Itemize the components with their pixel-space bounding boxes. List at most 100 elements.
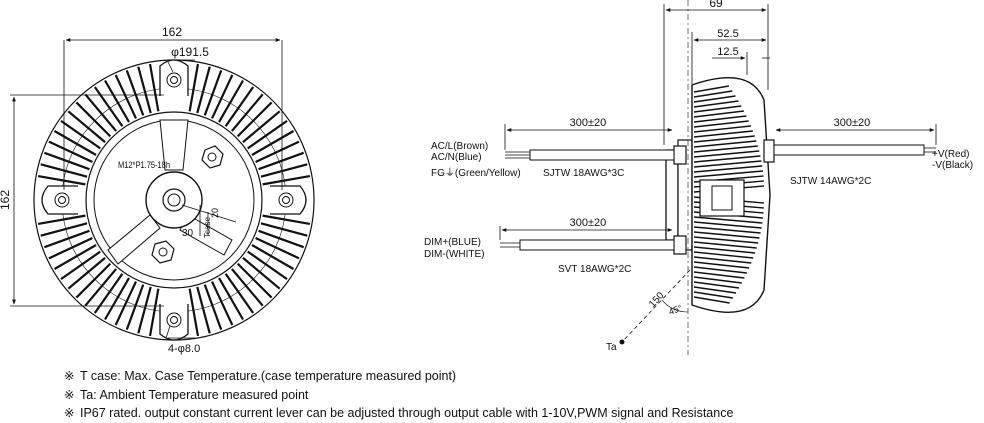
side-fin	[693, 281, 740, 289]
output-label-0: +V(Red)	[932, 149, 970, 160]
mounting-ear-left	[41, 185, 78, 215]
input-cable-length-label: 300±20	[570, 117, 607, 129]
fin	[236, 101, 273, 138]
output-wire-ends	[924, 147, 936, 153]
fin	[242, 257, 281, 290]
dim-cable-type-label: SVT 18AWG*2C	[558, 264, 631, 275]
fin	[224, 86, 255, 127]
side-fin	[693, 135, 755, 143]
side-fin	[693, 251, 754, 259]
fin	[104, 277, 130, 321]
note-tcase: ※ T case: Max. Case Temperature.(case tem…	[64, 367, 964, 386]
fin	[104, 79, 130, 123]
ta-angle-label: 45°	[667, 303, 684, 317]
fin	[67, 257, 106, 290]
hole-label: 4-φ8.0	[168, 343, 200, 355]
fin	[84, 268, 117, 307]
hub-bore	[167, 193, 181, 207]
fin	[242, 110, 281, 143]
fin	[93, 273, 124, 314]
spoke-left	[107, 214, 161, 265]
side-fin	[693, 231, 760, 239]
spoke-top	[159, 119, 189, 171]
side-fin	[693, 130, 753, 138]
depth-2-label: 12.5	[717, 46, 738, 58]
side-fin	[693, 95, 736, 103]
side-fin	[693, 140, 757, 148]
input-label-1: AC/N(Blue)	[431, 152, 482, 163]
fin	[211, 281, 234, 326]
dim-cable-length-label: 300±20	[570, 217, 607, 229]
note-mark: ※	[64, 369, 75, 383]
fin	[262, 174, 311, 186]
note-ta: ※Ta: Ambient Temperature measured point	[64, 386, 964, 405]
fin	[137, 66, 152, 114]
side-fins	[693, 85, 765, 304]
mounting-ear-top	[159, 59, 189, 96]
tc-label: Tcase	[203, 217, 212, 238]
nut-lower-hole	[158, 247, 168, 257]
side-fin	[693, 115, 747, 123]
front-view	[33, 59, 315, 341]
fin	[188, 63, 200, 112]
note-text: T case: Max. Case Temperature.(case temp…	[80, 369, 457, 383]
side-fin	[693, 291, 734, 299]
side-fin	[693, 276, 742, 284]
ta-angle-arc	[661, 299, 689, 313]
mounting-ear-right	[270, 185, 307, 215]
side-fin	[693, 120, 749, 128]
tc-offset-x-label: 30	[182, 228, 194, 239]
ta-distance-label: 150	[647, 290, 667, 310]
front-dimensions	[10, 38, 283, 339]
fin	[260, 163, 308, 178]
side-center-inner	[711, 185, 733, 211]
dim-wire-ends	[500, 242, 520, 248]
fin	[148, 63, 160, 112]
fin	[262, 214, 311, 226]
side-fin	[693, 85, 730, 93]
side-fin	[693, 150, 760, 158]
side-fin	[693, 271, 745, 279]
fin	[218, 79, 244, 123]
fin	[255, 237, 300, 260]
ta-point	[619, 339, 625, 345]
fin	[43, 151, 90, 171]
side-fin	[693, 256, 752, 264]
front-diameter-label: φ191.5	[171, 45, 209, 59]
notes: ※ T case: Max. Case Temperature.(case tem…	[64, 367, 964, 423]
inner-ring-outer	[85, 111, 263, 289]
fin	[260, 222, 308, 237]
mounting-ear-bottom	[159, 304, 189, 341]
side-fin	[693, 221, 762, 229]
side-dimensions	[499, 4, 937, 240]
fin	[255, 140, 300, 163]
input-label-2: FG⏚(Green/Yellow)	[431, 167, 521, 179]
fin	[43, 229, 90, 249]
note-mark: ※	[64, 406, 75, 420]
fin	[114, 74, 137, 119]
fin	[137, 286, 152, 334]
side-fin	[693, 246, 756, 254]
side-fin	[693, 100, 739, 108]
heatsink-fins	[37, 63, 311, 337]
side-fin	[693, 125, 751, 133]
side-fin	[693, 236, 759, 244]
side-fin	[693, 296, 730, 304]
fin	[84, 93, 117, 132]
fin	[53, 130, 97, 156]
fin	[37, 174, 86, 186]
fin	[224, 273, 255, 314]
fin	[203, 69, 223, 116]
side-fin	[693, 226, 761, 234]
fin	[40, 222, 88, 237]
fin	[196, 66, 211, 114]
note-ip67: ※ IP67 rated. output constant current lev…	[64, 404, 964, 423]
fin	[251, 130, 295, 156]
input-gland	[673, 145, 687, 165]
side-fin	[693, 216, 763, 224]
input-wire-ends	[505, 151, 530, 159]
fin	[203, 284, 223, 331]
overall-depth-label: 69	[709, 0, 723, 10]
side-fin	[693, 286, 737, 294]
note-text: IP67 rated. output constant current leve…	[80, 406, 734, 420]
